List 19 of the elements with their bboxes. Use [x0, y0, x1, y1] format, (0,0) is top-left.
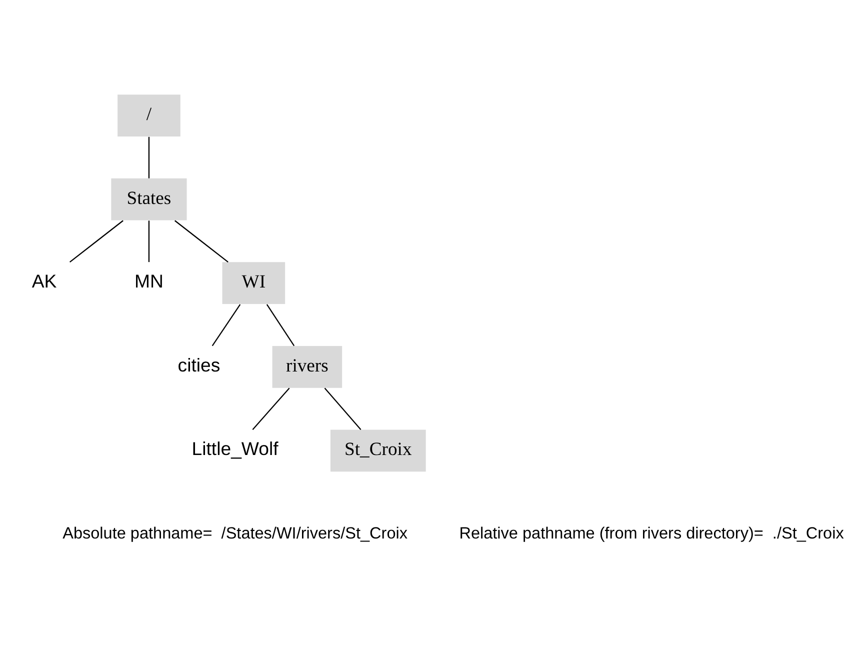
- connector: [252, 387, 290, 430]
- label: Absolute pathname= /States/WI/rivers/St_Croix: [62, 524, 408, 542]
- node-box: /: [118, 94, 180, 136]
- label: Relative pathname (from rivers directory)= ./St_Croix: [459, 524, 844, 542]
- connector: [148, 136, 150, 178]
- connector: [212, 304, 241, 346]
- node-box: rivers: [272, 345, 342, 388]
- node-text: cities: [178, 354, 220, 375]
- node-box: St_Croix: [330, 429, 426, 472]
- node-text: MN: [134, 270, 164, 292]
- connector: [69, 220, 124, 262]
- node-text: Little_Wolf: [192, 438, 278, 459]
- node-box: WI: [222, 262, 286, 304]
- node-box: States: [111, 178, 187, 220]
- node-text: AK: [32, 270, 57, 292]
- connector: [266, 304, 295, 346]
- connector: [174, 220, 228, 262]
- connector: [148, 220, 150, 262]
- connector: [324, 387, 362, 430]
